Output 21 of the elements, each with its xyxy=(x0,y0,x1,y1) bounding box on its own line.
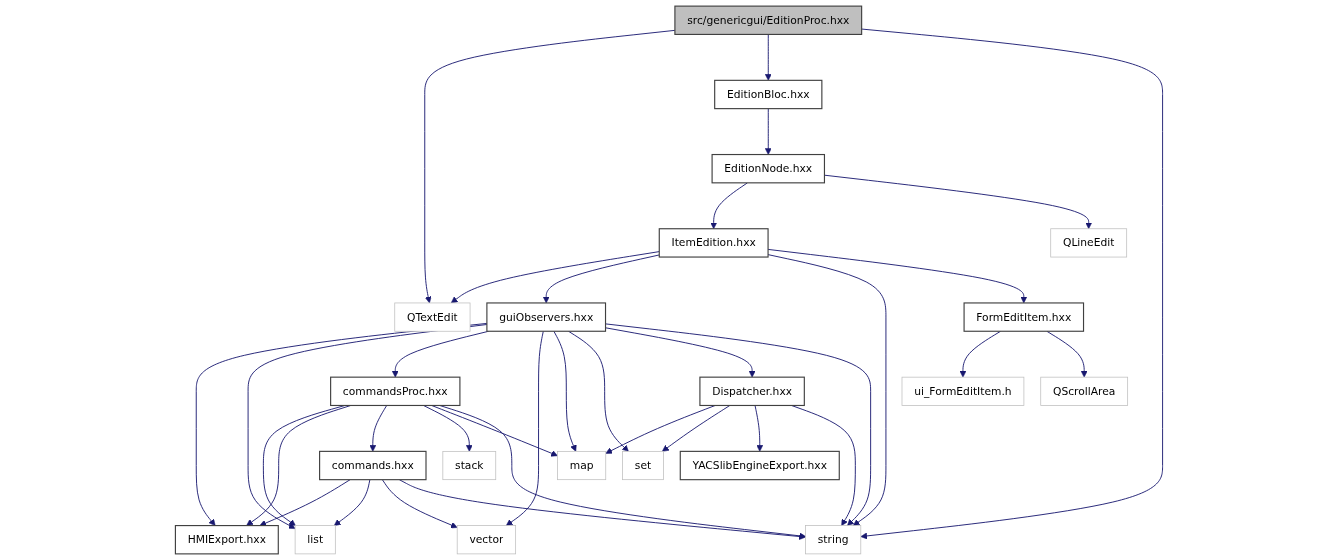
node-box: vector xyxy=(456,525,517,555)
node-box: EditionBloc.hxx xyxy=(714,79,823,110)
node-box: FormEditItem.hxx xyxy=(963,302,1085,332)
node-box: stack xyxy=(442,451,497,481)
node-box: ui_FormEditItem.h xyxy=(901,376,1025,406)
node-box: HMIExport.hxx xyxy=(174,525,279,555)
node-box: Dispatcher.hxx xyxy=(699,376,805,407)
node-box: commandsProc.hxx xyxy=(330,376,461,407)
node-box: map xyxy=(557,451,607,481)
node-box: ItemEdition.hxx xyxy=(658,228,769,258)
node-box: src/genericgui/EditionProc.hxx xyxy=(674,5,863,35)
node-box: commands.hxx xyxy=(319,450,427,481)
node-box: set xyxy=(622,451,664,481)
node-box: EditionNode.hxx xyxy=(711,153,826,184)
node-box: QTextEdit xyxy=(394,302,471,332)
node-box: QScrollArea xyxy=(1040,376,1129,406)
node-box: QLineEdit xyxy=(1050,228,1128,258)
node-box: string xyxy=(805,525,862,555)
node-box: guiObservers.hxx xyxy=(486,302,607,332)
node-box: list xyxy=(294,525,336,555)
node-box: YACSlibEngineExport.hxx xyxy=(679,450,840,481)
